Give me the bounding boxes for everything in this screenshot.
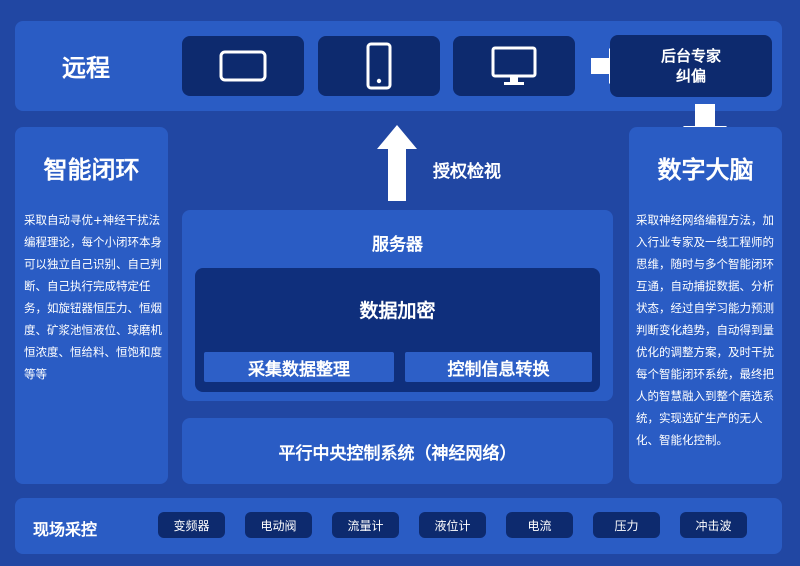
field-item: 冲击波 xyxy=(680,512,747,538)
digital-brain-title: 数字大脑 xyxy=(657,156,754,184)
field-item: 电动阀 xyxy=(245,512,312,538)
control-conversion-label: 控制信息转换 xyxy=(447,359,550,380)
expert-correction-box: 后台专家 纠偏 xyxy=(610,35,772,97)
field-item-label: 电流 xyxy=(527,518,552,533)
digital-brain-description: 采取神经网络编程方法，加入行业专家及一线工程师的思维，随时与多个智能闭环互通，自… xyxy=(636,213,774,447)
auth-inspection-label: 授权检视 xyxy=(433,162,501,182)
field-item-label: 压力 xyxy=(614,518,639,533)
field-item-label: 流量计 xyxy=(347,518,384,533)
remote-title: 远程 xyxy=(62,54,110,82)
smart-loop-description: 采取自动寻优+神经干扰法编程理论，每个小闭环本身可以独立自己识别、自己判断、自己… xyxy=(24,213,162,381)
data-encryption-label: 数据加密 xyxy=(359,300,436,322)
field-item-label: 液位计 xyxy=(434,518,471,533)
expert-line1: 后台专家 xyxy=(660,47,721,65)
phone-icon xyxy=(366,42,392,90)
field-item: 变频器 xyxy=(158,512,225,538)
digital-brain-panel xyxy=(629,127,782,484)
smart-loop-panel xyxy=(15,127,168,484)
field-control-title: 现场采控 xyxy=(33,520,98,539)
arrow-right-icon xyxy=(591,48,628,84)
data-collection-label: 采集数据整理 xyxy=(248,359,350,380)
expert-line2: 纠偏 xyxy=(675,67,706,85)
smart-loop-title: 智能闭环 xyxy=(43,156,140,184)
tablet-device xyxy=(182,36,304,96)
field-item-label: 变频器 xyxy=(173,518,210,533)
control-conversion-box: 控制信息转换 xyxy=(405,352,592,382)
data-collection-box: 采集数据整理 xyxy=(204,352,394,382)
field-item-label: 冲击波 xyxy=(695,518,732,533)
field-item: 压力 xyxy=(593,512,660,538)
monitor-icon xyxy=(491,46,537,85)
field-item: 流量计 xyxy=(332,512,399,538)
tablet-icon xyxy=(219,50,267,82)
field-item-label: 电动阀 xyxy=(260,518,297,533)
monitor-device xyxy=(453,36,575,96)
phone-device xyxy=(318,36,440,96)
server-label: 服务器 xyxy=(372,235,423,255)
arrow-up-icon xyxy=(377,125,417,201)
field-item: 电流 xyxy=(506,512,573,538)
central-control-system: 平行中央控制系统（神经网络） xyxy=(182,418,613,484)
field-item: 液位计 xyxy=(419,512,486,538)
central-control-label: 平行中央控制系统（神经网络） xyxy=(278,443,517,464)
